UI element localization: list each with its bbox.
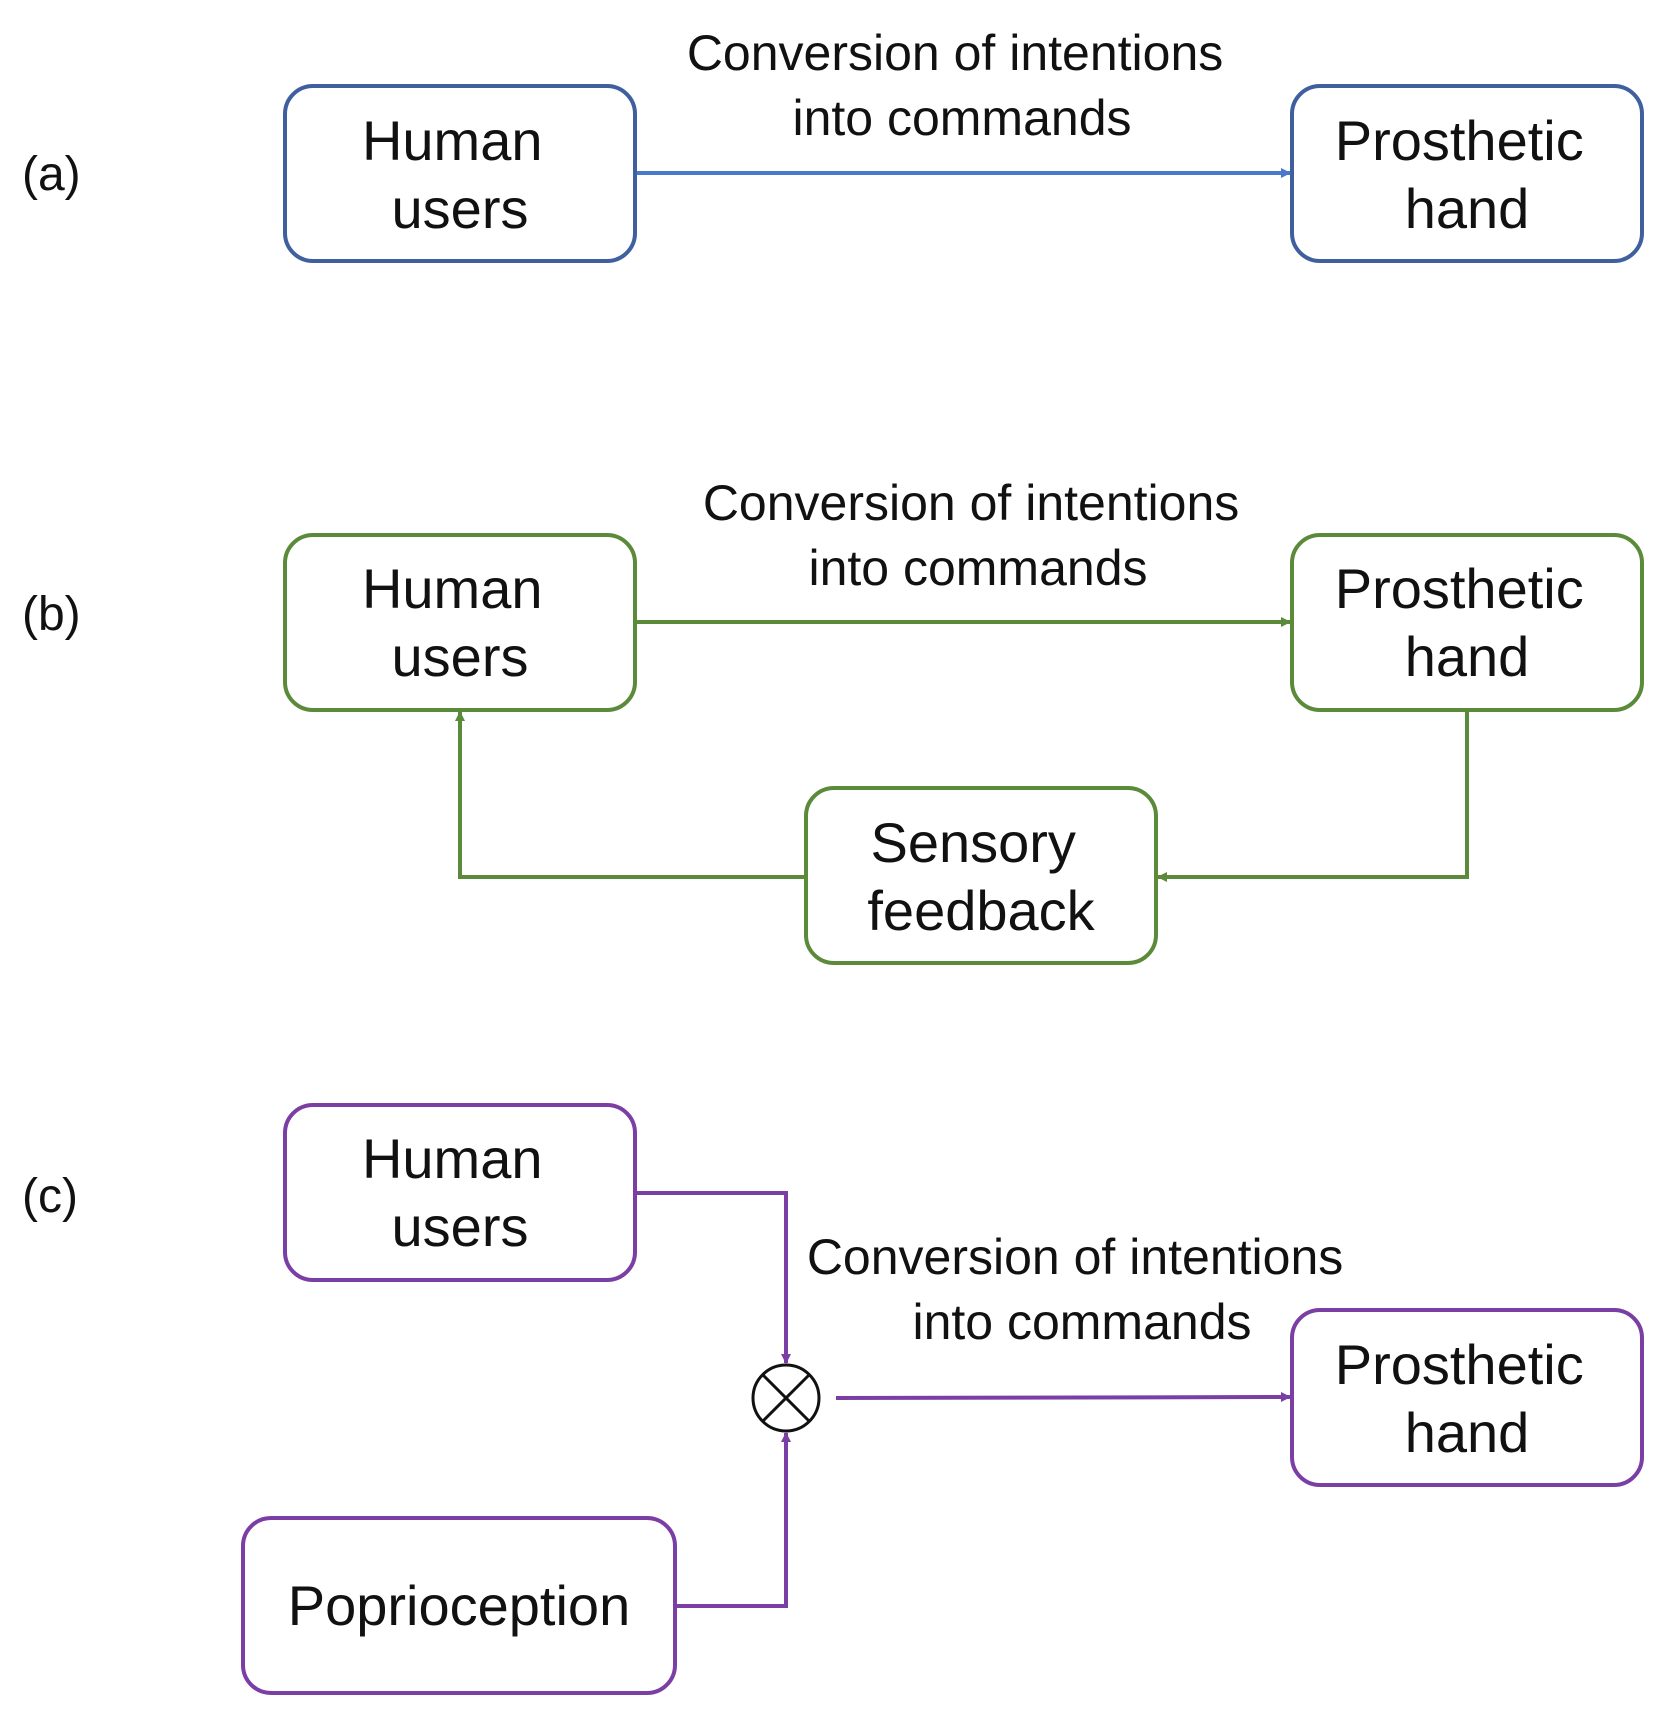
panel-c-human-users-line-2: users xyxy=(392,1195,529,1258)
panel-a: (a) Human users Prosthetic hand Conversi… xyxy=(22,25,1644,263)
svg-text:Sensory feedback: Sensory feedback xyxy=(867,811,1095,942)
panel-c-conversion-line-2: into commands xyxy=(912,1294,1251,1350)
panel-c-combiner-to-hand-arrow xyxy=(835,1392,1291,1403)
panel-b-sensory-feedback-line-1: Sensory xyxy=(871,811,1076,874)
panel-a-conversion-label: Conversion of intentions into commands xyxy=(687,25,1237,146)
svg-text:Human users: Human users xyxy=(362,1127,558,1258)
panel-c-prosthetic-hand-line-2: hand xyxy=(1405,1401,1530,1464)
panel-c-proprioception-node: Poprioception xyxy=(241,1516,677,1695)
panel-b-sensory-feedback-line-2: feedback xyxy=(867,879,1095,942)
panel-b-human-users-node: Human users xyxy=(283,533,637,712)
panel-c-proprioception-text: Poprioception xyxy=(288,1574,630,1637)
panel-c: (c) Human users Poprioception Prosthetic… xyxy=(22,1103,1644,1695)
panel-b: (b) Human users Prosthetic hand Sensory … xyxy=(22,475,1644,965)
panel-c-combiner-icon xyxy=(751,1363,821,1433)
panel-c-label: (c) xyxy=(22,1170,78,1223)
panel-c-conversion-line-1: Conversion of intentions xyxy=(807,1229,1343,1285)
panel-b-prosthetic-hand-node: Prosthetic hand xyxy=(1290,533,1644,712)
panel-c-prosthetic-hand-node: Prosthetic hand xyxy=(1290,1308,1644,1487)
panel-b-label: (b) xyxy=(22,588,81,641)
panel-a-prosthetic-hand-node: Prosthetic hand xyxy=(1290,84,1644,263)
panel-b-prosthetic-hand-line-2: hand xyxy=(1405,625,1530,688)
svg-text:Prosthetic hand: Prosthetic hand xyxy=(1335,1333,1600,1464)
panel-b-human-users-line-2: users xyxy=(392,625,529,688)
panel-b-prosthetic-hand-line-1: Prosthetic xyxy=(1335,557,1584,620)
svg-text:Prosthetic hand: Prosthetic hand xyxy=(1335,557,1600,688)
panel-c-human-users-line-1: Human xyxy=(362,1127,543,1190)
panel-a-conversion-line-2: into commands xyxy=(792,90,1131,146)
panel-b-sensory-feedback-node: Sensory feedback xyxy=(804,786,1158,965)
svg-text:Human users: Human users xyxy=(362,557,558,688)
panel-a-human-users-line-1: Human xyxy=(362,109,543,172)
panel-a-prosthetic-hand-line-2: hand xyxy=(1405,177,1530,240)
svg-text:Human users: Human users xyxy=(362,109,558,240)
svg-text:Prosthetic hand: Prosthetic hand xyxy=(1335,109,1600,240)
panel-c-prosthetic-hand-line-1: Prosthetic xyxy=(1335,1333,1584,1396)
panel-a-prosthetic-hand-line-1: Prosthetic xyxy=(1335,109,1584,172)
panel-a-conversion-line-1: Conversion of intentions xyxy=(687,25,1223,81)
panel-a-human-users-node: Human users xyxy=(283,84,637,263)
panel-c-conversion-label: Conversion of intentions into commands xyxy=(807,1229,1357,1350)
panel-b-human-users-line-1: Human xyxy=(362,557,543,620)
panel-a-human-users-line-2: users xyxy=(392,177,529,240)
panel-b-conversion-line-2: into commands xyxy=(808,540,1147,596)
panel-b-feedback-to-users-arrow xyxy=(455,711,804,879)
panel-c-human-users-node: Human users xyxy=(283,1103,637,1282)
panel-b-conversion-line-1: Conversion of intentions xyxy=(703,475,1239,531)
panel-c-proprioception-to-combiner-arrow xyxy=(677,1432,791,1608)
panel-b-hand-to-feedback-arrow xyxy=(1157,712,1469,882)
panel-b-conversion-label: Conversion of intentions into commands xyxy=(703,475,1253,596)
panel-a-label: (a) xyxy=(22,148,81,201)
panel-c-users-to-combiner-arrow xyxy=(637,1191,791,1364)
